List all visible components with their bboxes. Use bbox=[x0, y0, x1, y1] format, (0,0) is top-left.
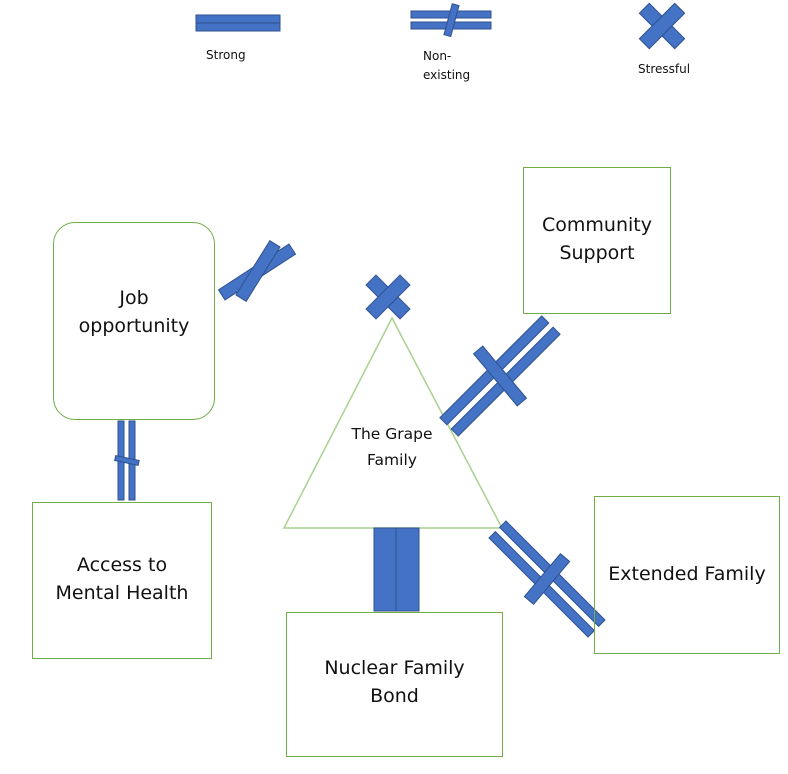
node-nuclear-family-bond[interactable]: Nuclear Family Bond bbox=[286, 612, 503, 757]
node-community-support-line2: Support bbox=[559, 241, 635, 264]
legend-stressful-icon bbox=[638, 2, 686, 50]
legend-label-stressful: Stressful bbox=[638, 61, 690, 77]
node-access-mental-health-line2: Mental Health bbox=[55, 581, 189, 604]
legend-label-stressful-text: Stressful bbox=[638, 62, 691, 76]
legend-strong-icon bbox=[195, 14, 281, 32]
legend-label-non-existing-line1: Non- bbox=[423, 49, 452, 63]
non-existing-connector-extended bbox=[488, 520, 606, 638]
node-job-opportunity[interactable]: Job opportunity bbox=[53, 222, 215, 420]
node-nuclear-family-bond-line2: Bond bbox=[370, 684, 419, 707]
node-community-support-line1: Community bbox=[542, 213, 652, 236]
node-access-mental-health-line1: Access to bbox=[76, 553, 168, 576]
legend-label-non-existing-line2: existing bbox=[423, 67, 471, 82]
non-existing-connector-community bbox=[439, 315, 561, 437]
node-extended-family[interactable]: Extended Family bbox=[594, 496, 780, 654]
legend-label-strong: Strong bbox=[206, 47, 246, 63]
legend-label-strong-text: Strong bbox=[206, 48, 246, 62]
non-existing-connector-job-mental-health bbox=[114, 420, 140, 501]
node-nuclear-family-bond-line1: Nuclear Family bbox=[324, 656, 465, 679]
stressful-connector-job bbox=[217, 239, 297, 303]
center-node-label-line1: The Grape bbox=[351, 425, 433, 443]
node-access-mental-health[interactable]: Access to Mental Health bbox=[32, 502, 212, 659]
node-extended-family-line1: Extended Family bbox=[608, 563, 766, 586]
node-job-opportunity-line1: Job bbox=[119, 287, 149, 310]
center-node-label[interactable]: The Grape Family bbox=[322, 421, 462, 474]
legend-label-non-existing: Non- existing bbox=[423, 47, 470, 84]
center-node-label-line2: Family bbox=[367, 451, 417, 470]
strong-connector-nuclear bbox=[373, 527, 420, 612]
legend-non-existing-icon bbox=[410, 3, 492, 38]
node-community-support[interactable]: Community Support bbox=[523, 167, 671, 314]
node-job-opportunity-line2: opportunity bbox=[78, 315, 190, 337]
stressful-connector-apex bbox=[365, 274, 411, 320]
